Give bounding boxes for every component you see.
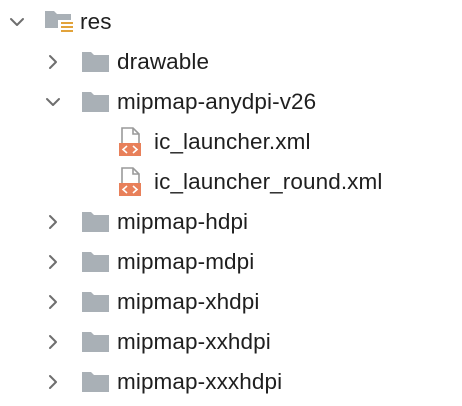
tree-item-mipmap-hdpi[interactable]: mipmap-hdpi bbox=[0, 204, 462, 240]
chevron-right-icon[interactable] bbox=[44, 293, 62, 311]
tree-item-label: mipmap-anydpi-v26 bbox=[117, 89, 317, 114]
tree-item-label: mipmap-xxhdpi bbox=[117, 329, 271, 354]
tree-item-label: mipmap-xhdpi bbox=[117, 289, 260, 314]
tree-item-ic-launcher-xml[interactable]: ic_launcher.xml bbox=[0, 124, 462, 160]
xml-file-icon bbox=[119, 167, 141, 196]
folder-icon bbox=[82, 292, 109, 312]
folder-icon bbox=[82, 252, 109, 272]
tree-item-label: drawable bbox=[117, 49, 210, 74]
tree-item-label: mipmap-mdpi bbox=[117, 249, 255, 274]
chevron-right-icon[interactable] bbox=[44, 373, 62, 391]
chevron-right-icon[interactable] bbox=[44, 53, 62, 71]
chevron-right-icon[interactable] bbox=[44, 253, 62, 271]
tree-item-label: mipmap-xxxhdpi bbox=[117, 369, 283, 394]
folder-icon bbox=[82, 92, 109, 112]
folder-icon bbox=[82, 332, 109, 352]
tree-item-mipmap-xxxhdpi[interactable]: mipmap-xxxhdpi bbox=[0, 364, 462, 400]
tree-item-res[interactable]: res bbox=[0, 4, 462, 40]
xml-file-icon bbox=[119, 127, 141, 156]
tree-item-mipmap-xhdpi[interactable]: mipmap-xhdpi bbox=[0, 284, 462, 320]
tree-item-label: ic_launcher.xml bbox=[154, 129, 311, 154]
chevron-down-icon[interactable] bbox=[44, 93, 62, 111]
folder-icon bbox=[82, 372, 109, 392]
tree-item-ic-launcher-round-xml[interactable]: ic_launcher_round.xml bbox=[0, 164, 462, 200]
tree-item-label: mipmap-hdpi bbox=[117, 209, 249, 234]
tree-item-mipmap-anydpi-v26[interactable]: mipmap-anydpi-v26 bbox=[0, 84, 462, 120]
folder-icon bbox=[82, 52, 109, 72]
tree-item-mipmap-mdpi[interactable]: mipmap-mdpi bbox=[0, 244, 462, 280]
chevron-right-icon[interactable] bbox=[44, 213, 62, 231]
tree-item-label: res bbox=[80, 9, 112, 34]
folder-icon bbox=[82, 212, 109, 232]
chevron-down-icon[interactable] bbox=[8, 13, 26, 31]
chevron-right-icon[interactable] bbox=[44, 333, 62, 351]
tree-item-drawable[interactable]: drawable bbox=[0, 44, 462, 80]
tree-item-mipmap-xxhdpi[interactable]: mipmap-xxhdpi bbox=[0, 324, 462, 360]
tree-item-label: ic_launcher_round.xml bbox=[154, 169, 383, 194]
resource-folder-icon bbox=[45, 11, 74, 34]
